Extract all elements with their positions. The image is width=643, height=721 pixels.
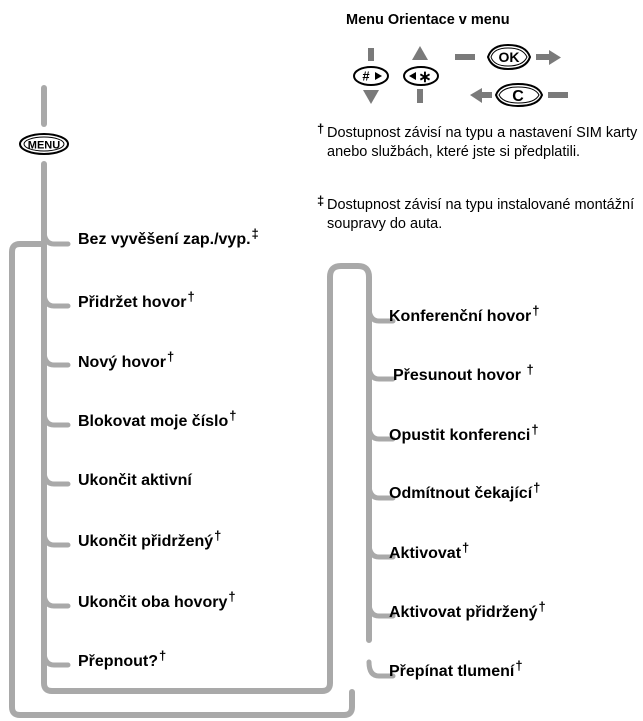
footnote-dagger: † Dostupnost závisí na typu a nastavení …	[317, 121, 639, 162]
menu-item-block-my-number[interactable]: Blokovat moje číslo†	[78, 407, 237, 430]
right-branch-connector	[366, 304, 396, 324]
svg-text:MENU: MENU	[28, 140, 60, 152]
right-branch-connector	[366, 362, 396, 382]
ok-key-icon: OK	[486, 43, 532, 71]
left-branch-connector	[41, 348, 71, 368]
footnote-double-dagger-mark: ‡	[317, 193, 325, 208]
menu-item-handsfree-toggle[interactable]: Bez vyvěšení zap./vyp.‡	[78, 225, 259, 248]
right-branch-connector	[366, 422, 396, 442]
hash-key-icon: #	[353, 66, 389, 86]
star-key-icon: ∗	[403, 66, 439, 86]
left-branch-connector	[41, 648, 71, 668]
left-branch-connector	[41, 528, 71, 548]
flow-line-return-loop	[9, 241, 355, 718]
svg-text:∗: ∗	[418, 69, 431, 86]
footnote-dagger-text: Dostupnost závisí na typu a nastavení SI…	[327, 125, 638, 160]
submenu-item-toggle-mute[interactable]: Přepínat tlumení†	[389, 657, 523, 680]
submenu-item-activate-held[interactable]: Aktivovat přidržený†	[389, 598, 546, 621]
footnote-dagger-mark: †	[317, 121, 325, 136]
right-branch-connector	[366, 481, 396, 501]
footnote-double-dagger-text: Dostupnost závisí na typu instalované mo…	[327, 197, 635, 232]
right-branch-connector	[366, 540, 396, 560]
menu-item-switch[interactable]: Přepnout?†	[78, 647, 167, 670]
left-branch-connector	[41, 589, 71, 609]
left-branch-connector	[41, 227, 71, 247]
navigation-legend: # ∗ OK C	[353, 43, 568, 108]
menu-item-end-held[interactable]: Ukončit přidržený†	[78, 527, 222, 550]
svg-text:OK: OK	[499, 49, 520, 65]
flow-line-main-spine	[41, 161, 372, 694]
submenu-item-transfer-call[interactable]: Přesunout hovor †	[393, 361, 534, 384]
menu-item-hold-call[interactable]: Přidržet hovor†	[78, 288, 195, 311]
right-branch-connector	[366, 659, 396, 679]
c-key-icon: C	[494, 82, 544, 108]
menu-key-icon: MENU	[19, 133, 69, 155]
svg-text:#: #	[362, 69, 370, 84]
left-branch-connector	[41, 467, 71, 487]
right-branch-connector	[366, 599, 396, 619]
svg-text:C: C	[512, 88, 524, 105]
submenu-item-activate[interactable]: Aktivovat†	[389, 539, 470, 562]
menu-item-end-both-calls[interactable]: Ukončit oba hovory†	[78, 588, 236, 611]
submenu-item-reject-waiting[interactable]: Odmítnout čekající†	[389, 479, 541, 502]
left-branch-connector	[41, 408, 71, 428]
submenu-item-conference-call[interactable]: Konferenční hovor†	[389, 302, 540, 325]
legend-title: Menu Orientace v menu	[346, 12, 510, 28]
left-branch-connector	[41, 289, 71, 309]
menu-item-end-active[interactable]: Ukončit aktivní	[78, 472, 192, 489]
menu-item-new-call[interactable]: Nový hovor†	[78, 348, 175, 371]
footnote-double-dagger: ‡ Dostupnost závisí na typu instalované …	[317, 193, 639, 234]
submenu-item-leave-conference[interactable]: Opustit konferenci†	[389, 421, 539, 444]
